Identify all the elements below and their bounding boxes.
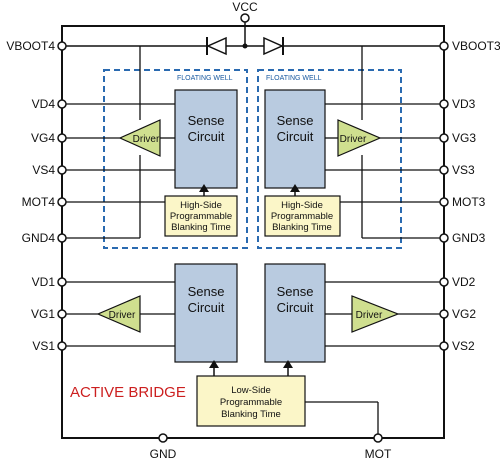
pin-vboot3-label: VBOOT3 (452, 39, 500, 53)
sense-circuit-lower-left (174, 263, 238, 363)
arrows-upper (199, 184, 300, 196)
pin-vs3-label: VS3 (452, 163, 475, 177)
driver-vg3-icon (337, 119, 382, 157)
hs-blank-right-line3: Blanking Time (272, 222, 332, 233)
wiring-upper-left (62, 46, 175, 239)
driver-vg2-label: Driver (356, 310, 383, 321)
hs-blank-right-line1: High-Side (281, 200, 323, 211)
sense-circuit-upper-right (264, 89, 326, 189)
pin-vd4-label: VD4 (32, 97, 56, 111)
pin-vd3-label: VD3 (452, 97, 476, 111)
floating-well-right (257, 69, 402, 249)
wiring-upper-right (325, 46, 444, 239)
bottom-pins (158, 433, 383, 443)
sense-upper-right-line1: Sense (277, 113, 314, 128)
high-side-blanking-left (164, 195, 238, 237)
hs-blank-right-line2: Programmable (271, 211, 333, 222)
pin-gnd3-label: GND3 (452, 231, 486, 245)
pin-vg3-label: VG3 (452, 131, 476, 145)
active-bridge-label: ACTIVE BRIDGE (70, 384, 186, 401)
hs-blank-left-line1: High-Side (180, 200, 222, 211)
floating-well-left (103, 69, 248, 249)
vcc-pin (240, 13, 250, 23)
diode-right-icon (263, 36, 284, 56)
sense-lower-right-line1: Sense (277, 284, 314, 299)
ls-blank-line3: Blanking Time (221, 409, 281, 420)
sense-upper-left-line2: Circuit (188, 129, 225, 144)
pin-mot4-label: MOT4 (22, 195, 56, 209)
pin-gnd-label: GND (150, 447, 177, 461)
left-pins (57, 41, 67, 351)
pin-gnd4-label: GND4 (22, 231, 56, 245)
driver-vg2-icon (351, 295, 400, 333)
floating-well-left-label: FLOATING WELL (177, 75, 233, 82)
pin-vg4-label: VG4 (31, 131, 55, 145)
driver-vg4-icon (118, 119, 161, 157)
pin-vs2-label: VS2 (452, 339, 475, 353)
pin-vd2-label: VD2 (452, 275, 476, 289)
diode-left-icon (206, 36, 227, 56)
wiring-lower (62, 281, 444, 438)
pin-vg1-label: VG1 (31, 307, 55, 321)
pin-vs4-label: VS4 (32, 163, 55, 177)
hs-blank-left-line3: Blanking Time (171, 222, 231, 233)
pin-vs1-label: VS1 (32, 339, 55, 353)
ls-blank-line1: Low-Side (231, 385, 271, 396)
low-side-blanking (196, 375, 306, 427)
chip-outline (61, 25, 445, 439)
sense-circuit-lower-right (264, 263, 326, 363)
pin-mot-label: MOT (365, 447, 392, 461)
sense-lower-left-line1: Sense (188, 284, 225, 299)
driver-vg4-label: Driver (133, 134, 160, 145)
sense-lower-right-line2: Circuit (277, 300, 314, 315)
arrows-lower (209, 360, 293, 376)
pin-vcc-label: VCC (232, 0, 258, 14)
pin-vd1-label: VD1 (32, 275, 56, 289)
floating-well-right-label: FLOATING WELL (266, 75, 322, 82)
vcc-diodes (62, 13, 444, 56)
driver-vg1-label: Driver (109, 310, 136, 321)
hs-blank-left-line2: Programmable (170, 211, 232, 222)
sense-circuit-upper-left (174, 89, 238, 189)
driver-vg3-label: Driver (340, 134, 367, 145)
pin-vboot4-label: VBOOT4 (6, 39, 55, 53)
sense-upper-left-line1: Sense (188, 113, 225, 128)
high-side-blanking-right (264, 195, 341, 237)
ls-blank-line2: Programmable (220, 397, 282, 408)
right-pins (439, 41, 449, 351)
sense-upper-right-line2: Circuit (277, 129, 314, 144)
driver-vg1-icon (96, 295, 141, 333)
sense-lower-left-line2: Circuit (188, 300, 225, 315)
pin-mot3-label: MOT3 (452, 195, 486, 209)
pin-vg2-label: VG2 (452, 307, 476, 321)
